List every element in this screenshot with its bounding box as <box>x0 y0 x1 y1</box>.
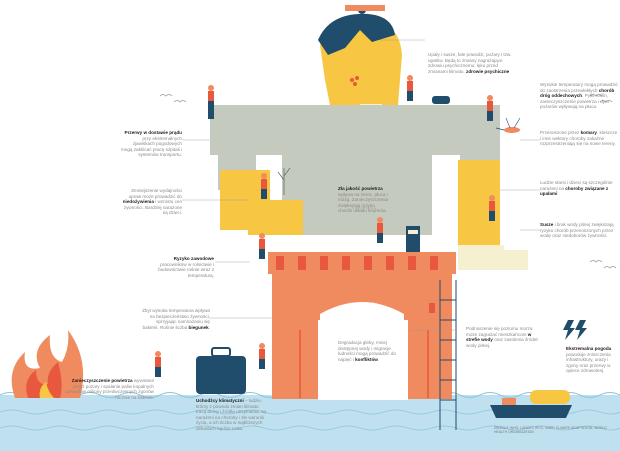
tree-icon <box>277 167 291 195</box>
drop-icon <box>406 226 420 252</box>
note-extreme-weather: Ekstremalna pogoda powoduje zniszczenia … <box>566 346 612 374</box>
note-sea-level: Podnoszenie się poziomu morza może zagra… <box>466 326 538 348</box>
ship-icon <box>490 390 572 418</box>
suitcase <box>196 347 246 394</box>
fire-icon <box>11 330 84 398</box>
note-air-quality: Zła jakość powietrza wpływa na serce, pł… <box>338 186 389 214</box>
giant-head <box>318 5 402 108</box>
note-climate-refugees: Uchodźcy klimatyczni – ludzie, którzy z … <box>196 398 266 431</box>
worker-figures <box>155 75 495 377</box>
note-mental-health: Upały i susze, fale powodzi, pożary i tz… <box>428 52 512 74</box>
leader-lines <box>182 39 540 331</box>
mosquito-icon <box>495 117 521 133</box>
belt <box>268 252 456 274</box>
ladder <box>439 280 457 430</box>
note-respiratory: Wysokie temperatury mogą prowadzić do za… <box>540 82 618 110</box>
note-occupational: Ryzyko zawodowe pracowników w rolnictwie… <box>158 256 214 278</box>
lightning-icon <box>563 320 587 340</box>
note-drought: Susze i brak wody pitnej zwiększają ryzy… <box>540 222 614 239</box>
note-vectors: Przenoszone przez komary, kleszcze i inn… <box>540 130 618 147</box>
note-conflicts: Degradacja gleby, mniej dostępnej wody i… <box>338 340 396 362</box>
sea <box>0 392 620 451</box>
giant-legs <box>272 274 452 400</box>
bird-icon <box>159 94 617 269</box>
note-power-outage: Przerwy w dostawie prądu przy ekstremaln… <box>120 130 182 158</box>
note-food-safety: Zbyt wysoka temperatura wpływa na bezpie… <box>142 308 210 330</box>
note-malnutrition: Zmniejszenie wydajności upraw może prowa… <box>122 188 182 216</box>
note-heat-illness: Ludzie starsi i dzieci są szczególnie na… <box>540 180 613 197</box>
source-note: ŹRÓDŁO: WHO, LANCET, IPCC, UNEP, CLIMATE… <box>494 426 607 435</box>
note-air-pollution-fires: Zanieczyszczenie powietrza wywołane prze… <box>66 378 154 400</box>
thermometer-icon <box>432 96 450 104</box>
